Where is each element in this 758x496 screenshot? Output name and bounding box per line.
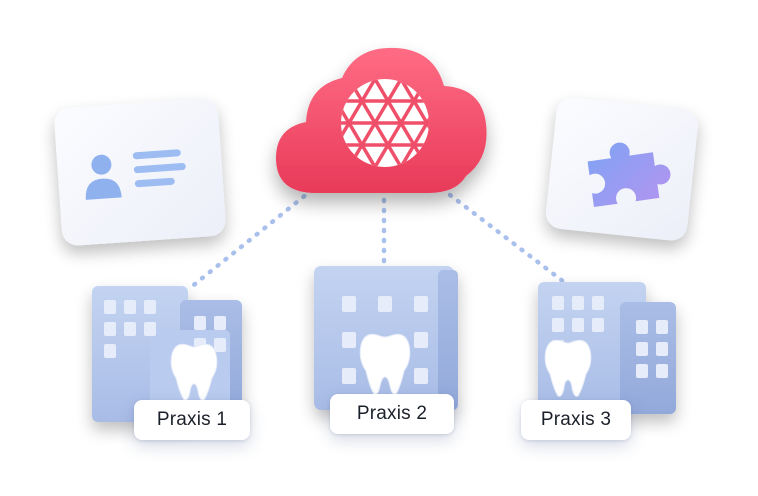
- plugin-card: [545, 97, 698, 241]
- practice-building-1: [92, 286, 242, 422]
- triangle-grid-globe-icon: [341, 79, 429, 167]
- connector-lines: [187, 187, 571, 291]
- practice-building-3: [538, 282, 676, 414]
- praxis-3-label: Praxis 3: [521, 400, 631, 440]
- connector-praxis-1: [187, 187, 315, 291]
- praxis-1-label: Praxis 1: [134, 400, 250, 440]
- patient-profile-card: [54, 98, 226, 246]
- tooth-icon: [544, 339, 592, 397]
- practice-building-2: [314, 266, 458, 410]
- user-list-icon: [85, 149, 186, 200]
- puzzle-piece-icon: [587, 142, 671, 208]
- praxis-2-label: Praxis 2: [330, 394, 454, 434]
- tooth-icon: [170, 343, 218, 401]
- tooth-icon: [359, 333, 411, 395]
- cloud: [276, 47, 487, 193]
